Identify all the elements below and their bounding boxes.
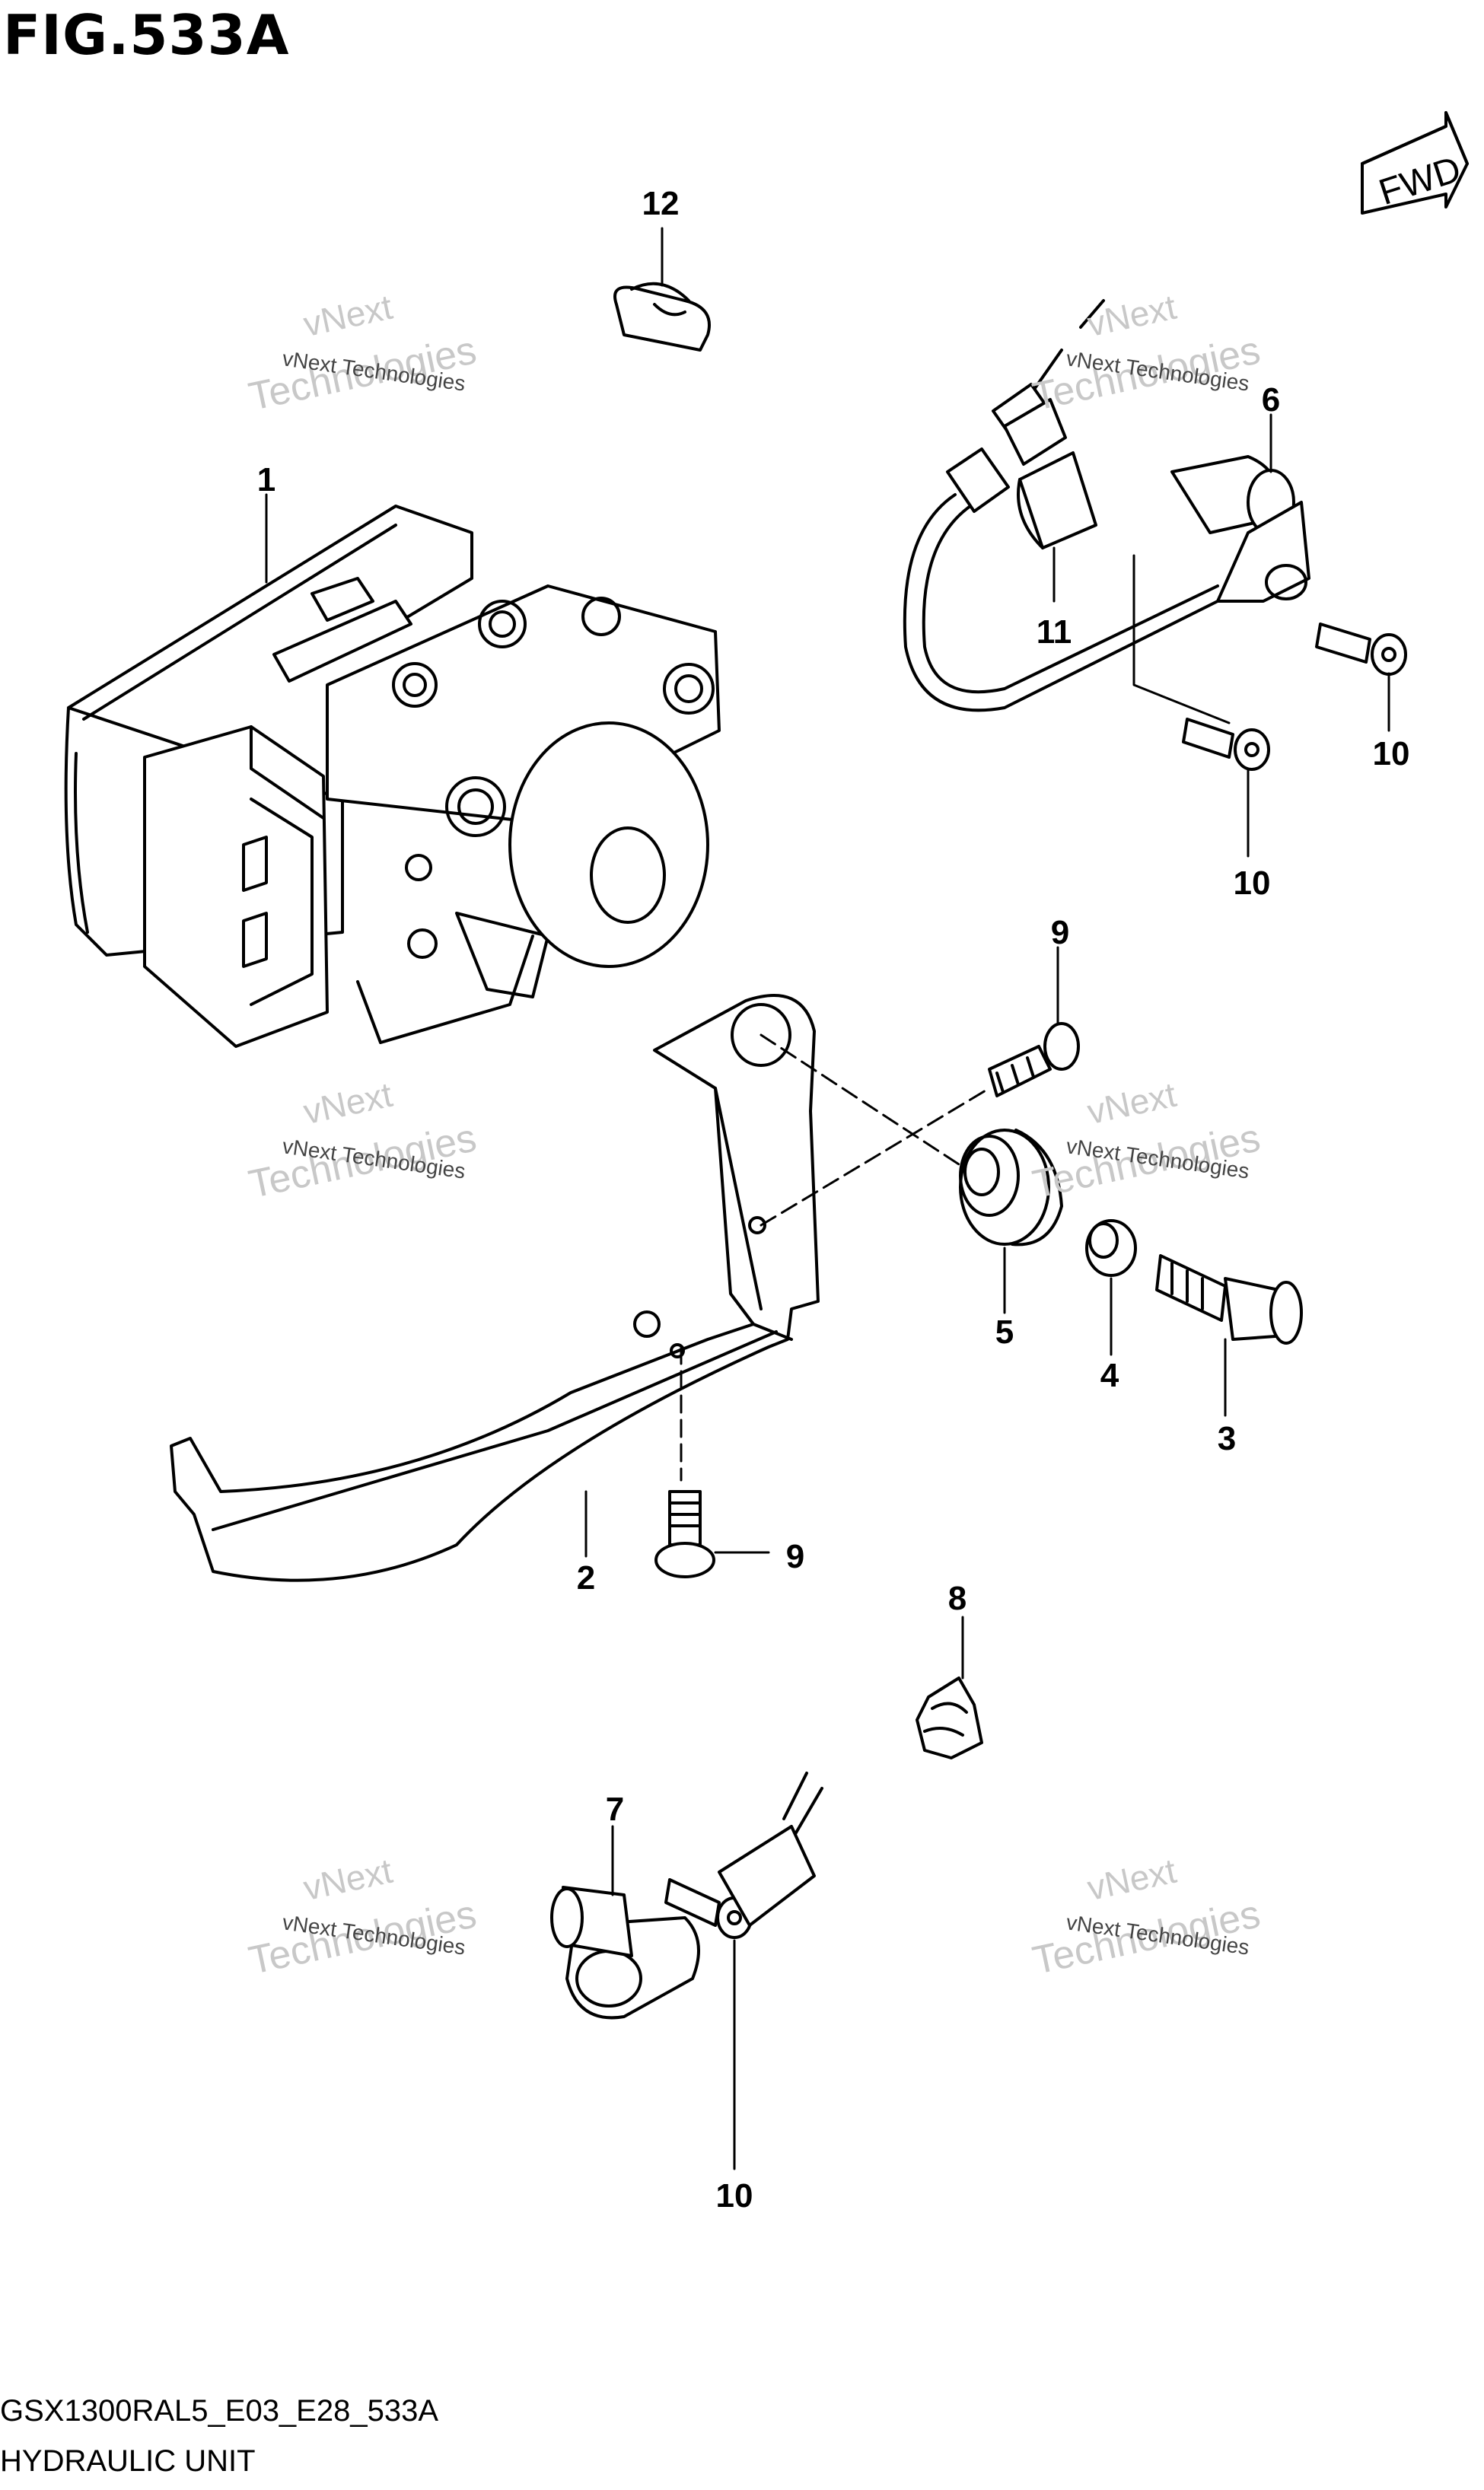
callout-5: 5: [995, 1313, 1014, 1351]
leader-lines: [265, 227, 1390, 2170]
watermark-top-right: vNext Technologies vNext Technologies: [1029, 287, 1264, 419]
svg-text:vNext: vNext: [1084, 1851, 1180, 1908]
watermark-bottom-right: vNext Technologies vNext Technologies: [1029, 1851, 1264, 1983]
svg-text:vNext: vNext: [300, 1075, 396, 1132]
callout-1: 1: [257, 461, 275, 498]
callout-8: 8: [948, 1580, 967, 1617]
forward-arrow-icon: FWD: [1361, 111, 1469, 215]
bracket-part: [170, 994, 820, 1582]
watermark-bottom-left: vNext Technologies vNext Technologies: [245, 1851, 480, 1983]
svg-text:vNext: vNext: [1084, 1075, 1180, 1132]
callout-12: 12: [642, 185, 680, 222]
svg-text:vNext: vNext: [300, 1851, 396, 1908]
bolt-10-mid-part: [1182, 718, 1270, 771]
callout-6: 6: [1262, 381, 1280, 419]
grommet-part: [959, 1129, 1063, 1247]
callout-2: 2: [577, 1559, 595, 1597]
svg-text:vNext: vNext: [300, 287, 396, 344]
watermark-mid-right: vNext Technologies vNext Technologies: [1029, 1075, 1264, 1207]
callout-numbers: 1 12 6 11 10 10 9 5 4 3 2 9 8 7 10: [257, 185, 1410, 2215]
clamp-lower-part: [916, 1676, 983, 1759]
bolt-10-right-part: [1315, 622, 1407, 676]
clamp-upper-part: [613, 282, 711, 352]
callout-9-upper: 9: [1051, 914, 1069, 951]
collar-part: [1085, 1219, 1137, 1277]
callout-10-lower: 10: [716, 2177, 753, 2215]
figure-title: FIG.533A: [3, 3, 290, 67]
callout-10-mid: 10: [1234, 864, 1271, 902]
front-wheel-sensor-part: [903, 299, 1310, 712]
model-code: GSX1300RAL5_E03_E28_533A: [0, 2394, 439, 2428]
flange-bolt-part: [1155, 1254, 1303, 1345]
callout-9-lower: 9: [786, 1538, 804, 1575]
bolt-upper-part: [988, 1022, 1080, 1097]
rear-wheel-sensor-part: [550, 1772, 823, 2020]
watermark-mid-left: vNext Technologies vNext Technologies: [245, 1075, 480, 1207]
callout-10-right: 10: [1373, 735, 1410, 772]
figure-name: HYDRAULIC UNIT: [0, 2444, 256, 2478]
bolt-lower-part: [654, 1490, 715, 1578]
svg-text:vNext: vNext: [1084, 287, 1180, 344]
callout-4: 4: [1100, 1357, 1119, 1394]
callout-11: 11: [1037, 613, 1072, 651]
callout-3: 3: [1218, 1420, 1236, 1457]
watermark-top-left: vNext Technologies vNext Technologies: [245, 287, 480, 419]
hydraulic-unit-part: [64, 505, 721, 1048]
callout-7: 7: [606, 1791, 624, 1828]
